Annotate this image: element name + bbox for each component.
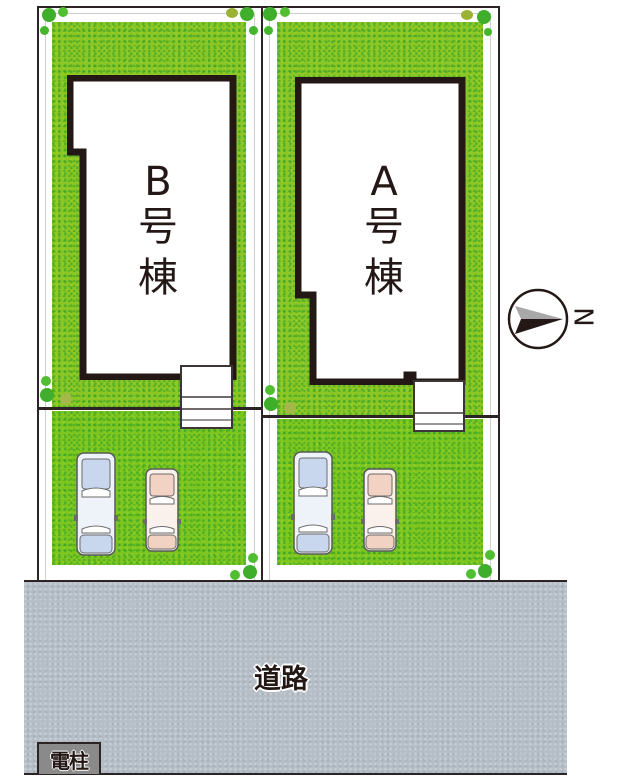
shrub-icon: [40, 388, 54, 402]
shrub-icon: [477, 10, 491, 24]
shrub-icon: [280, 7, 290, 17]
shrub-icon: [249, 26, 258, 35]
lot-b-car-pink: [143, 467, 181, 557]
shrub-icon: [461, 10, 473, 20]
shrub-icon: [230, 570, 240, 580]
shrub-icon: [484, 28, 492, 36]
shrub-icon: [58, 7, 68, 17]
lot-a-car-pink: [361, 467, 399, 557]
house-a-entry-steps: [413, 380, 465, 432]
shrub-icon: [466, 569, 476, 579]
house-a-label-letter: A: [370, 159, 398, 205]
utility-pole-marker: 電柱: [37, 742, 101, 774]
shrub-icon: [478, 564, 492, 578]
shrub-icon: [248, 553, 258, 563]
lot-b-divider-line: [37, 407, 263, 410]
house-b-footprint: [67, 75, 237, 380]
shrub-icon: [40, 26, 49, 35]
shrub-icon: [240, 7, 254, 21]
house-a-label-go: 号: [364, 204, 404, 250]
house-b-label-go: 号: [138, 204, 178, 250]
road-label: 道路: [254, 664, 308, 695]
house-b-label-letter: B: [144, 159, 172, 205]
lot-a-divider-line: [261, 415, 500, 418]
house-b-label-mune: 棟: [138, 255, 178, 301]
shrub-icon: [264, 26, 273, 35]
lot-a-car-blue: [291, 450, 335, 560]
shrub-icon: [42, 8, 56, 22]
road: [24, 580, 567, 775]
shrub-icon: [226, 8, 238, 18]
north-arrow-icon: [507, 288, 569, 350]
house-b-entry-steps: [180, 365, 233, 429]
house-a-label-mune: 棟: [364, 255, 404, 301]
shrub-icon: [41, 376, 51, 386]
lot-b-car-blue: [74, 451, 118, 561]
shrub-icon: [264, 397, 278, 411]
shrub-icon: [60, 393, 72, 405]
utility-pole-label: 電柱: [50, 748, 89, 773]
shrub-icon: [284, 402, 296, 414]
shrub-icon: [243, 565, 257, 579]
shrub-icon: [265, 385, 275, 395]
shrub-icon: [263, 7, 277, 21]
north-label: N: [567, 307, 598, 327]
house-a-footprint: [295, 77, 466, 385]
shrub-icon: [485, 550, 495, 560]
